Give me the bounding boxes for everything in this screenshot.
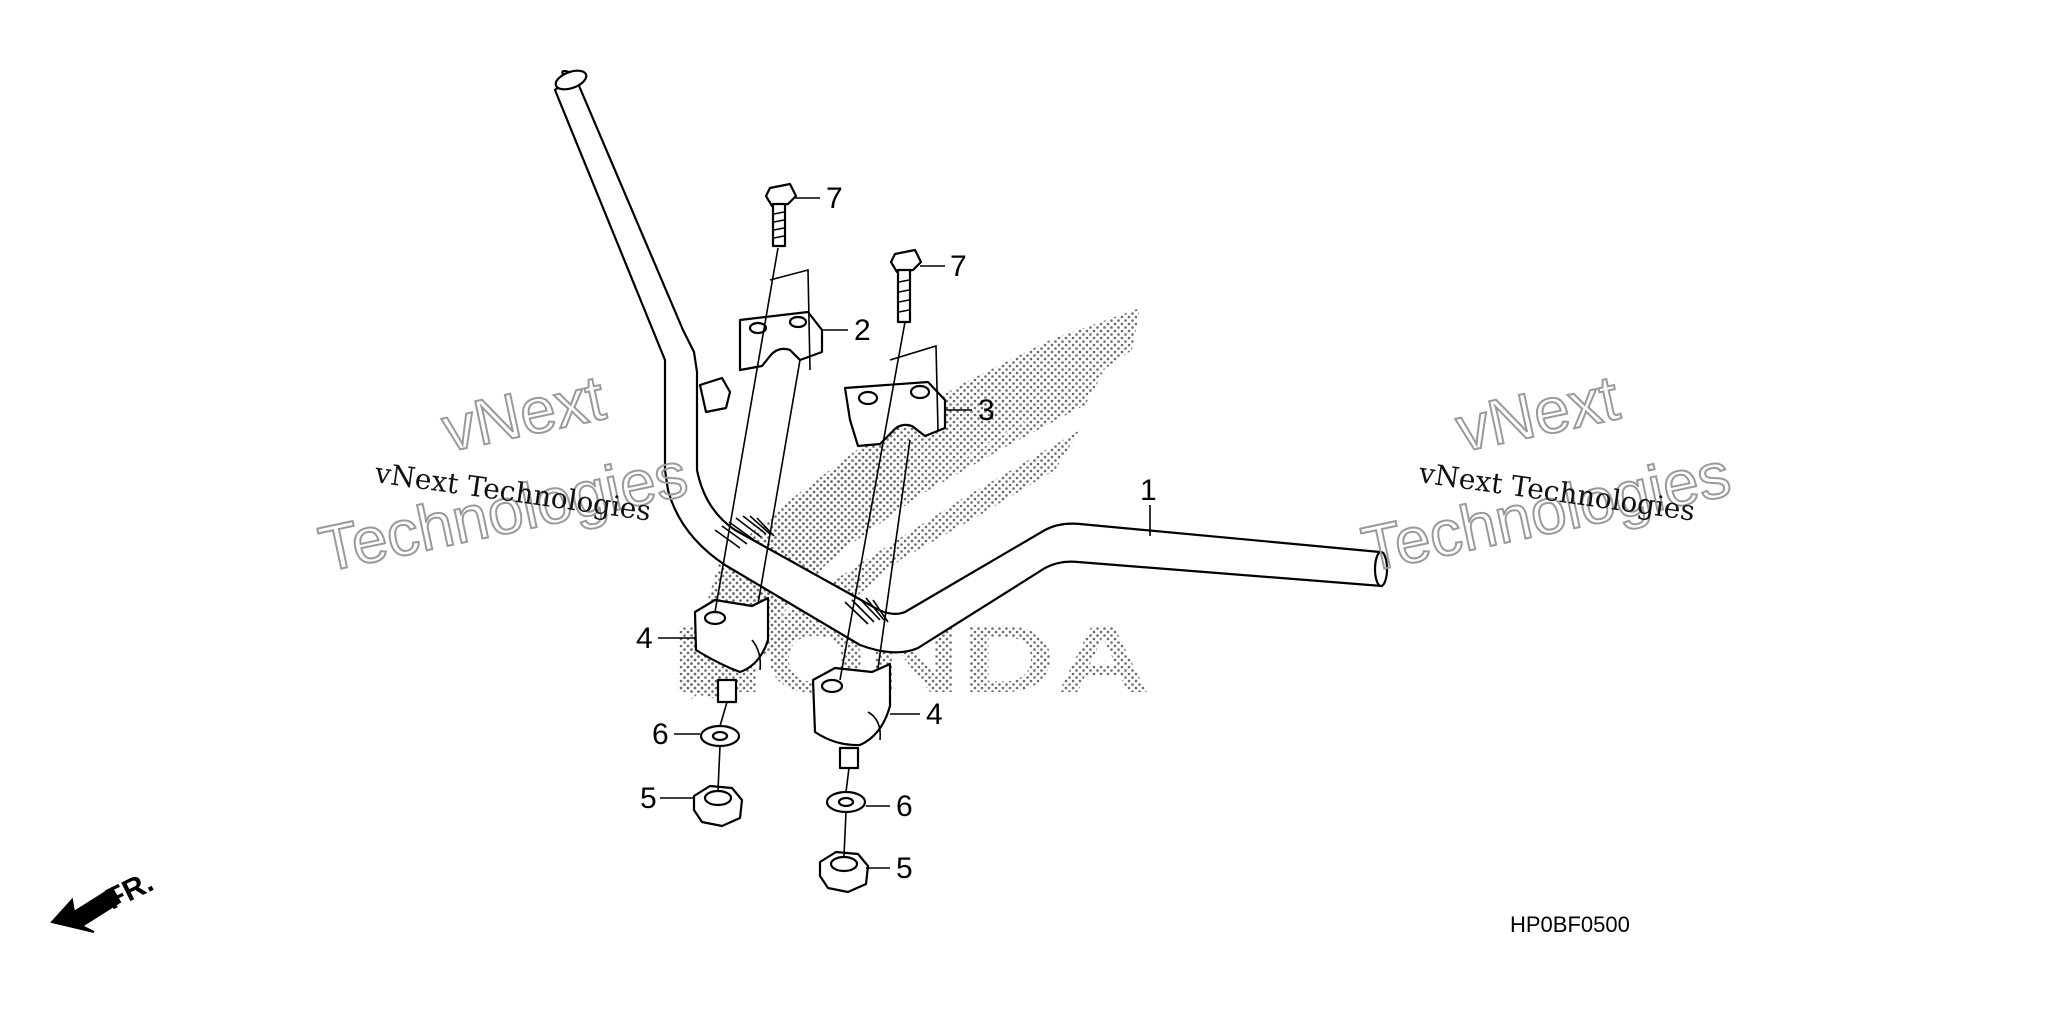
callout-leaders	[658, 197, 1151, 869]
bar-clip	[698, 376, 732, 414]
callout-1: 1	[1140, 474, 1157, 507]
watermark-left-big-1: vNext	[436, 361, 611, 465]
callout-6-left: 6	[652, 718, 669, 751]
bolt-7-left	[764, 182, 798, 248]
lower-holder-4-right	[811, 662, 892, 770]
callout-7-right: 7	[950, 250, 967, 283]
callout-6-right: 6	[896, 790, 913, 823]
upper-holder-3	[843, 380, 947, 448]
lower-holder-4-left	[693, 596, 770, 704]
callout-4-right: 4	[926, 698, 943, 731]
watermark-right: vNext Technologies vNext Technologies	[1355, 360, 1737, 586]
callout-2: 2	[854, 314, 871, 347]
callout-5-right: 5	[896, 852, 913, 885]
knurl-right	[844, 597, 889, 625]
handlebar	[553, 69, 1389, 654]
nut-5-left	[692, 784, 744, 828]
callout-4-left: 4	[636, 622, 653, 655]
callout-3: 3	[978, 394, 995, 427]
nut-5-right	[818, 850, 870, 894]
callout-7-left: 7	[826, 182, 843, 215]
front-direction-arrow: FR.	[50, 865, 159, 933]
assembly-lines	[714, 247, 939, 857]
watermark-right-big-1: vNext	[1450, 361, 1625, 465]
bolt-7-right	[889, 248, 923, 324]
upper-holder-2	[738, 310, 824, 372]
diagram-code: HP0BF0500	[1510, 912, 1630, 937]
callout-5-left: 5	[640, 782, 657, 815]
watermark-left: vNext Technologies vNext Technologies	[312, 360, 694, 586]
arrow-left-icon	[50, 886, 122, 933]
